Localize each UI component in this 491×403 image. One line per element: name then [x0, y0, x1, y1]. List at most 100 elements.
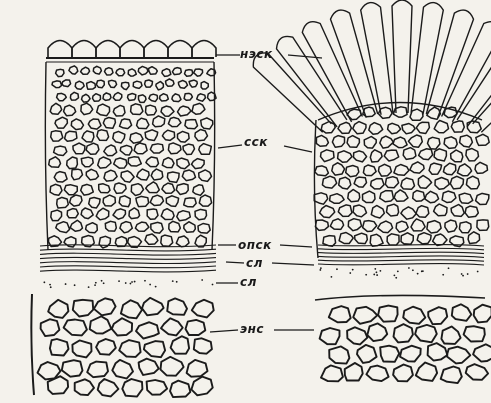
stipple-dot — [349, 272, 351, 274]
parenchyma-cell — [134, 143, 147, 154]
parenchyma-cell — [193, 185, 204, 196]
stipple-dot — [130, 283, 132, 285]
parenchyma-cell — [146, 105, 157, 115]
parenchyma-cell — [416, 122, 429, 133]
endosperm-cell — [403, 307, 425, 324]
endosperm-cell — [447, 347, 471, 364]
parenchyma-cell — [57, 93, 67, 100]
parenchyma-cell — [161, 106, 174, 116]
epidermis-cell — [48, 41, 72, 58]
label-sl-lower: сл — [240, 275, 257, 289]
parenchyma-cell — [103, 118, 115, 129]
parenchyma-cell — [69, 66, 78, 74]
epidermis-cell — [192, 41, 216, 58]
parenchyma-cell — [195, 130, 208, 141]
parenchyma-cell — [445, 220, 457, 232]
parenchyma-cell — [169, 221, 181, 232]
leader-line — [210, 330, 238, 332]
parenchyma-cell — [450, 176, 463, 189]
parenchyma-cell — [198, 224, 210, 234]
endosperm-edge — [31, 294, 34, 395]
endosperm-cell — [329, 346, 349, 363]
parenchyma-cell — [148, 67, 157, 75]
endosperm-cell — [41, 319, 60, 336]
endosperm-cell — [194, 338, 212, 353]
palisade-cell — [411, 3, 443, 115]
endosperm-cell — [75, 379, 94, 395]
parenchyma-cell — [354, 177, 366, 187]
endosperm-cell — [147, 380, 168, 395]
parenchyma-cell — [315, 220, 328, 230]
parenchyma-cell — [380, 136, 394, 148]
parenchyma-cell — [314, 193, 328, 204]
parenchyma-cell — [109, 80, 117, 87]
leader-line — [284, 146, 312, 152]
parenchyma-cell — [394, 165, 409, 176]
parenchyma-cell — [408, 135, 422, 147]
stipple-dot — [373, 274, 375, 276]
parenchyma-cell — [105, 68, 114, 75]
parenchyma-cell — [73, 143, 85, 154]
endosperm-cell — [452, 304, 472, 321]
stipple-dot — [408, 267, 410, 269]
parenchyma-cell — [176, 184, 188, 195]
parenchyma-cell — [348, 190, 360, 202]
parenchyma-cell — [145, 130, 158, 141]
parenchyma-cell — [178, 131, 190, 142]
endosperm-cell — [320, 328, 340, 344]
left-panel-seed-coat — [31, 41, 216, 398]
parenchyma-cell — [81, 103, 93, 114]
stipple-dot — [125, 282, 127, 284]
endosperm-cell — [161, 318, 183, 335]
stipple-dot — [412, 269, 414, 271]
compressed-layer-line — [40, 270, 216, 272]
endosperm-cell — [347, 327, 367, 344]
endosperm-cell — [345, 363, 363, 381]
compressed-layer-line — [40, 253, 216, 255]
label-sl-upper: сл — [246, 256, 263, 270]
stipple-dot — [118, 280, 120, 282]
parenchyma-cell — [403, 148, 416, 160]
parenchyma-cell — [70, 195, 82, 206]
parenchyma-cell — [201, 82, 208, 90]
parenchyma-cell — [103, 195, 115, 206]
endosperm-cell — [415, 325, 437, 342]
stipple-dot — [155, 286, 157, 288]
parenchyma-cell — [380, 191, 394, 202]
parenchyma-cell — [162, 69, 171, 77]
label-nesk: нэск — [240, 47, 273, 61]
parenchyma-cell — [434, 120, 448, 132]
endosperm-cell — [367, 323, 387, 341]
parenchyma-cell — [387, 234, 399, 245]
endosperm-cell — [112, 318, 132, 335]
endosperm-cell — [139, 359, 159, 375]
endosperm-cell — [428, 307, 447, 324]
parenchyma-cell — [323, 236, 336, 247]
parenchyma-cell — [81, 208, 93, 219]
endosperm-cell — [142, 298, 164, 316]
parenchyma-cell — [388, 123, 401, 133]
parenchyma-cell — [195, 209, 207, 219]
stipple-dot — [395, 277, 397, 279]
endosperm-cell — [394, 324, 413, 342]
stipple-dot — [477, 271, 479, 273]
parenchyma-cell — [322, 176, 336, 188]
stipple-dot — [74, 284, 76, 286]
parenchyma-cell — [54, 172, 67, 182]
parenchyma-cell — [459, 193, 473, 203]
parenchyma-cell — [199, 144, 212, 155]
parenchyma-cell — [177, 211, 191, 221]
endosperm-cell — [428, 343, 448, 361]
stipple-dot — [467, 273, 469, 275]
palisade-cell — [302, 22, 362, 122]
parenchyma-cell — [133, 81, 142, 88]
parenchyma-cell — [55, 117, 67, 128]
parenchyma-cell — [136, 196, 149, 206]
stipple-dot — [49, 284, 51, 286]
parenchyma-cell — [114, 183, 126, 193]
parenchyma-cell — [104, 170, 117, 181]
parenchyma-cell — [86, 143, 99, 154]
stipple-dot — [376, 274, 378, 276]
parenchyma-cell — [151, 222, 163, 233]
parenchyma-cell — [149, 94, 158, 101]
